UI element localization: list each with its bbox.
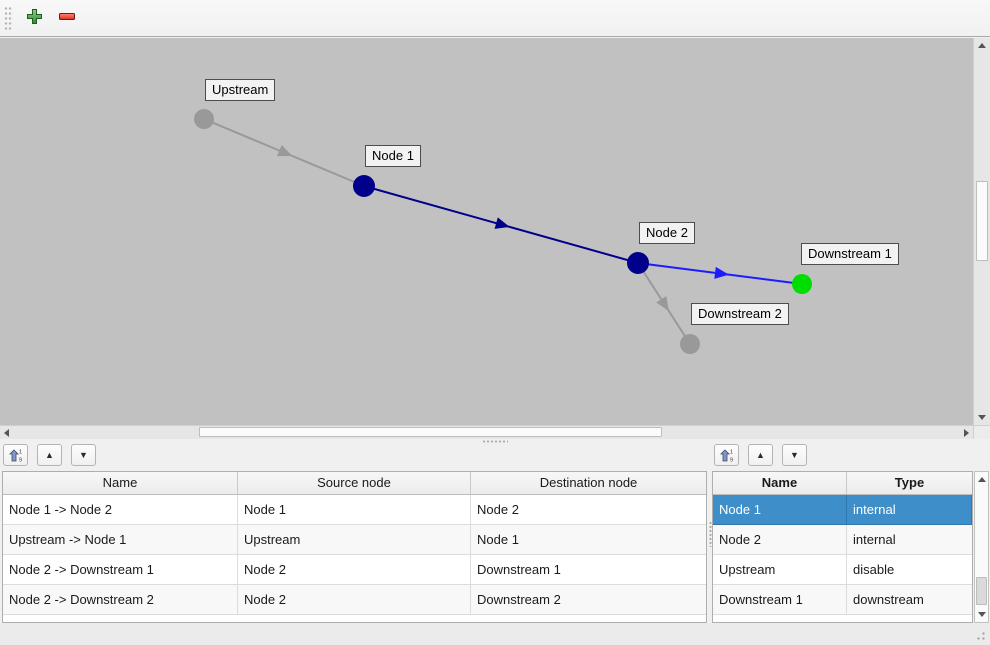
node-label[interactable]: Downstream 2: [691, 303, 789, 325]
triangle-down-icon: ▼: [790, 449, 799, 460]
move-up-button[interactable]: ▲: [748, 444, 773, 466]
svg-text:1: 1: [19, 449, 22, 455]
svg-text:9: 9: [19, 457, 22, 463]
edge-arrow-icon: [277, 145, 293, 157]
sort-ascending-icon: 1 9: [719, 448, 733, 463]
scrollbar-thumb[interactable]: [976, 181, 988, 261]
table-cell: Downstream 1: [471, 555, 706, 585]
table-cell: Upstream: [238, 525, 471, 555]
table-empty-space: [713, 615, 972, 622]
table-cell: Node 1: [238, 495, 471, 525]
scrollbar-thumb[interactable]: [976, 577, 987, 605]
graph-node[interactable]: [680, 334, 700, 354]
canvas-h-scrollbar[interactable]: [0, 425, 973, 439]
column-header[interactable]: Destination node: [471, 472, 706, 495]
sort-ascending-icon: 1 9: [8, 448, 22, 463]
table-empty-space: [3, 615, 706, 622]
window-resize-grip[interactable]: [974, 629, 986, 641]
sort-button[interactable]: 1 9: [714, 444, 739, 466]
table-cell: Node 2: [471, 495, 706, 525]
scroll-right-arrow-icon[interactable]: [964, 429, 969, 437]
table-cell: Downstream 2: [471, 585, 706, 615]
column-header[interactable]: Name: [3, 472, 238, 495]
vertical-pane-splitter[interactable]: [708, 444, 712, 623]
splitter-grip-icon: [482, 440, 508, 443]
minus-icon: [58, 8, 76, 28]
scroll-up-arrow-icon[interactable]: [978, 477, 986, 482]
remove-node-button[interactable]: [54, 5, 80, 31]
node-label[interactable]: Node 2: [639, 222, 695, 244]
table-cell: downstream: [847, 585, 972, 615]
table-cell: Upstream: [713, 555, 847, 585]
svg-text:9: 9: [730, 457, 733, 463]
scrollbar-corner: [973, 425, 990, 439]
scroll-left-arrow-icon[interactable]: [4, 429, 9, 437]
edge-arrow-icon: [494, 217, 510, 229]
move-up-button[interactable]: ▲: [37, 444, 62, 466]
triangle-up-icon: ▲: [756, 449, 765, 460]
triangle-up-icon: ▲: [45, 449, 54, 460]
table-cell: Node 2 -> Downstream 2: [3, 585, 238, 615]
main-toolbar: [0, 0, 990, 37]
scroll-up-arrow-icon[interactable]: [978, 43, 986, 48]
toolbar-drag-handle[interactable]: [4, 6, 13, 30]
graph-node[interactable]: [792, 274, 812, 294]
edge-arrow-icon: [656, 296, 669, 312]
edges-table-toolbar: 1 9 ▲ ▼: [3, 444, 96, 468]
table-cell: internal: [847, 525, 972, 555]
scrollbar-thumb[interactable]: [199, 427, 662, 437]
table-cell: Upstream -> Node 1: [3, 525, 238, 555]
column-header[interactable]: Source node: [238, 472, 471, 495]
table-cell: Node 1: [471, 525, 706, 555]
node-label[interactable]: Downstream 1: [801, 243, 899, 265]
table-cell: Downstream 1: [713, 585, 847, 615]
graph-node[interactable]: [627, 252, 649, 274]
edge-arrow-icon: [714, 266, 729, 279]
svg-text:1: 1: [730, 449, 733, 455]
graph-node[interactable]: [353, 175, 375, 197]
table-cell: internal: [847, 495, 972, 525]
node-label[interactable]: Node 1: [365, 145, 421, 167]
table-cell: Node 2 -> Downstream 1: [3, 555, 238, 585]
table-cell: Node 1: [713, 495, 847, 525]
move-down-button[interactable]: ▼: [71, 444, 96, 466]
nodes-table-scrollbar[interactable]: [974, 471, 989, 623]
table-cell: Node 1 -> Node 2: [3, 495, 238, 525]
table-cell: disable: [847, 555, 972, 585]
move-down-button[interactable]: ▼: [782, 444, 807, 466]
add-node-button[interactable]: [21, 5, 47, 31]
table-cell: Node 2: [238, 555, 471, 585]
table-cell: Node 2: [238, 585, 471, 615]
triangle-down-icon: ▼: [79, 449, 88, 460]
splitter-grip-icon: [708, 520, 712, 547]
node-label[interactable]: Upstream: [205, 79, 276, 101]
column-header[interactable]: Type: [847, 472, 972, 495]
column-header[interactable]: Name: [713, 472, 847, 495]
nodes-table-toolbar: 1 9 ▲ ▼: [714, 444, 807, 468]
plus-icon: [26, 8, 43, 28]
scroll-down-arrow-icon[interactable]: [978, 415, 986, 420]
scroll-down-arrow-icon[interactable]: [978, 612, 986, 617]
table-cell: Node 2: [713, 525, 847, 555]
status-strip: [0, 623, 990, 645]
canvas-v-scrollbar[interactable]: [973, 38, 990, 425]
graph-svg: [194, 109, 812, 354]
graph-node[interactable]: [194, 109, 214, 129]
sort-button[interactable]: 1 9: [3, 444, 28, 466]
horizontal-pane-splitter[interactable]: [0, 439, 990, 444]
